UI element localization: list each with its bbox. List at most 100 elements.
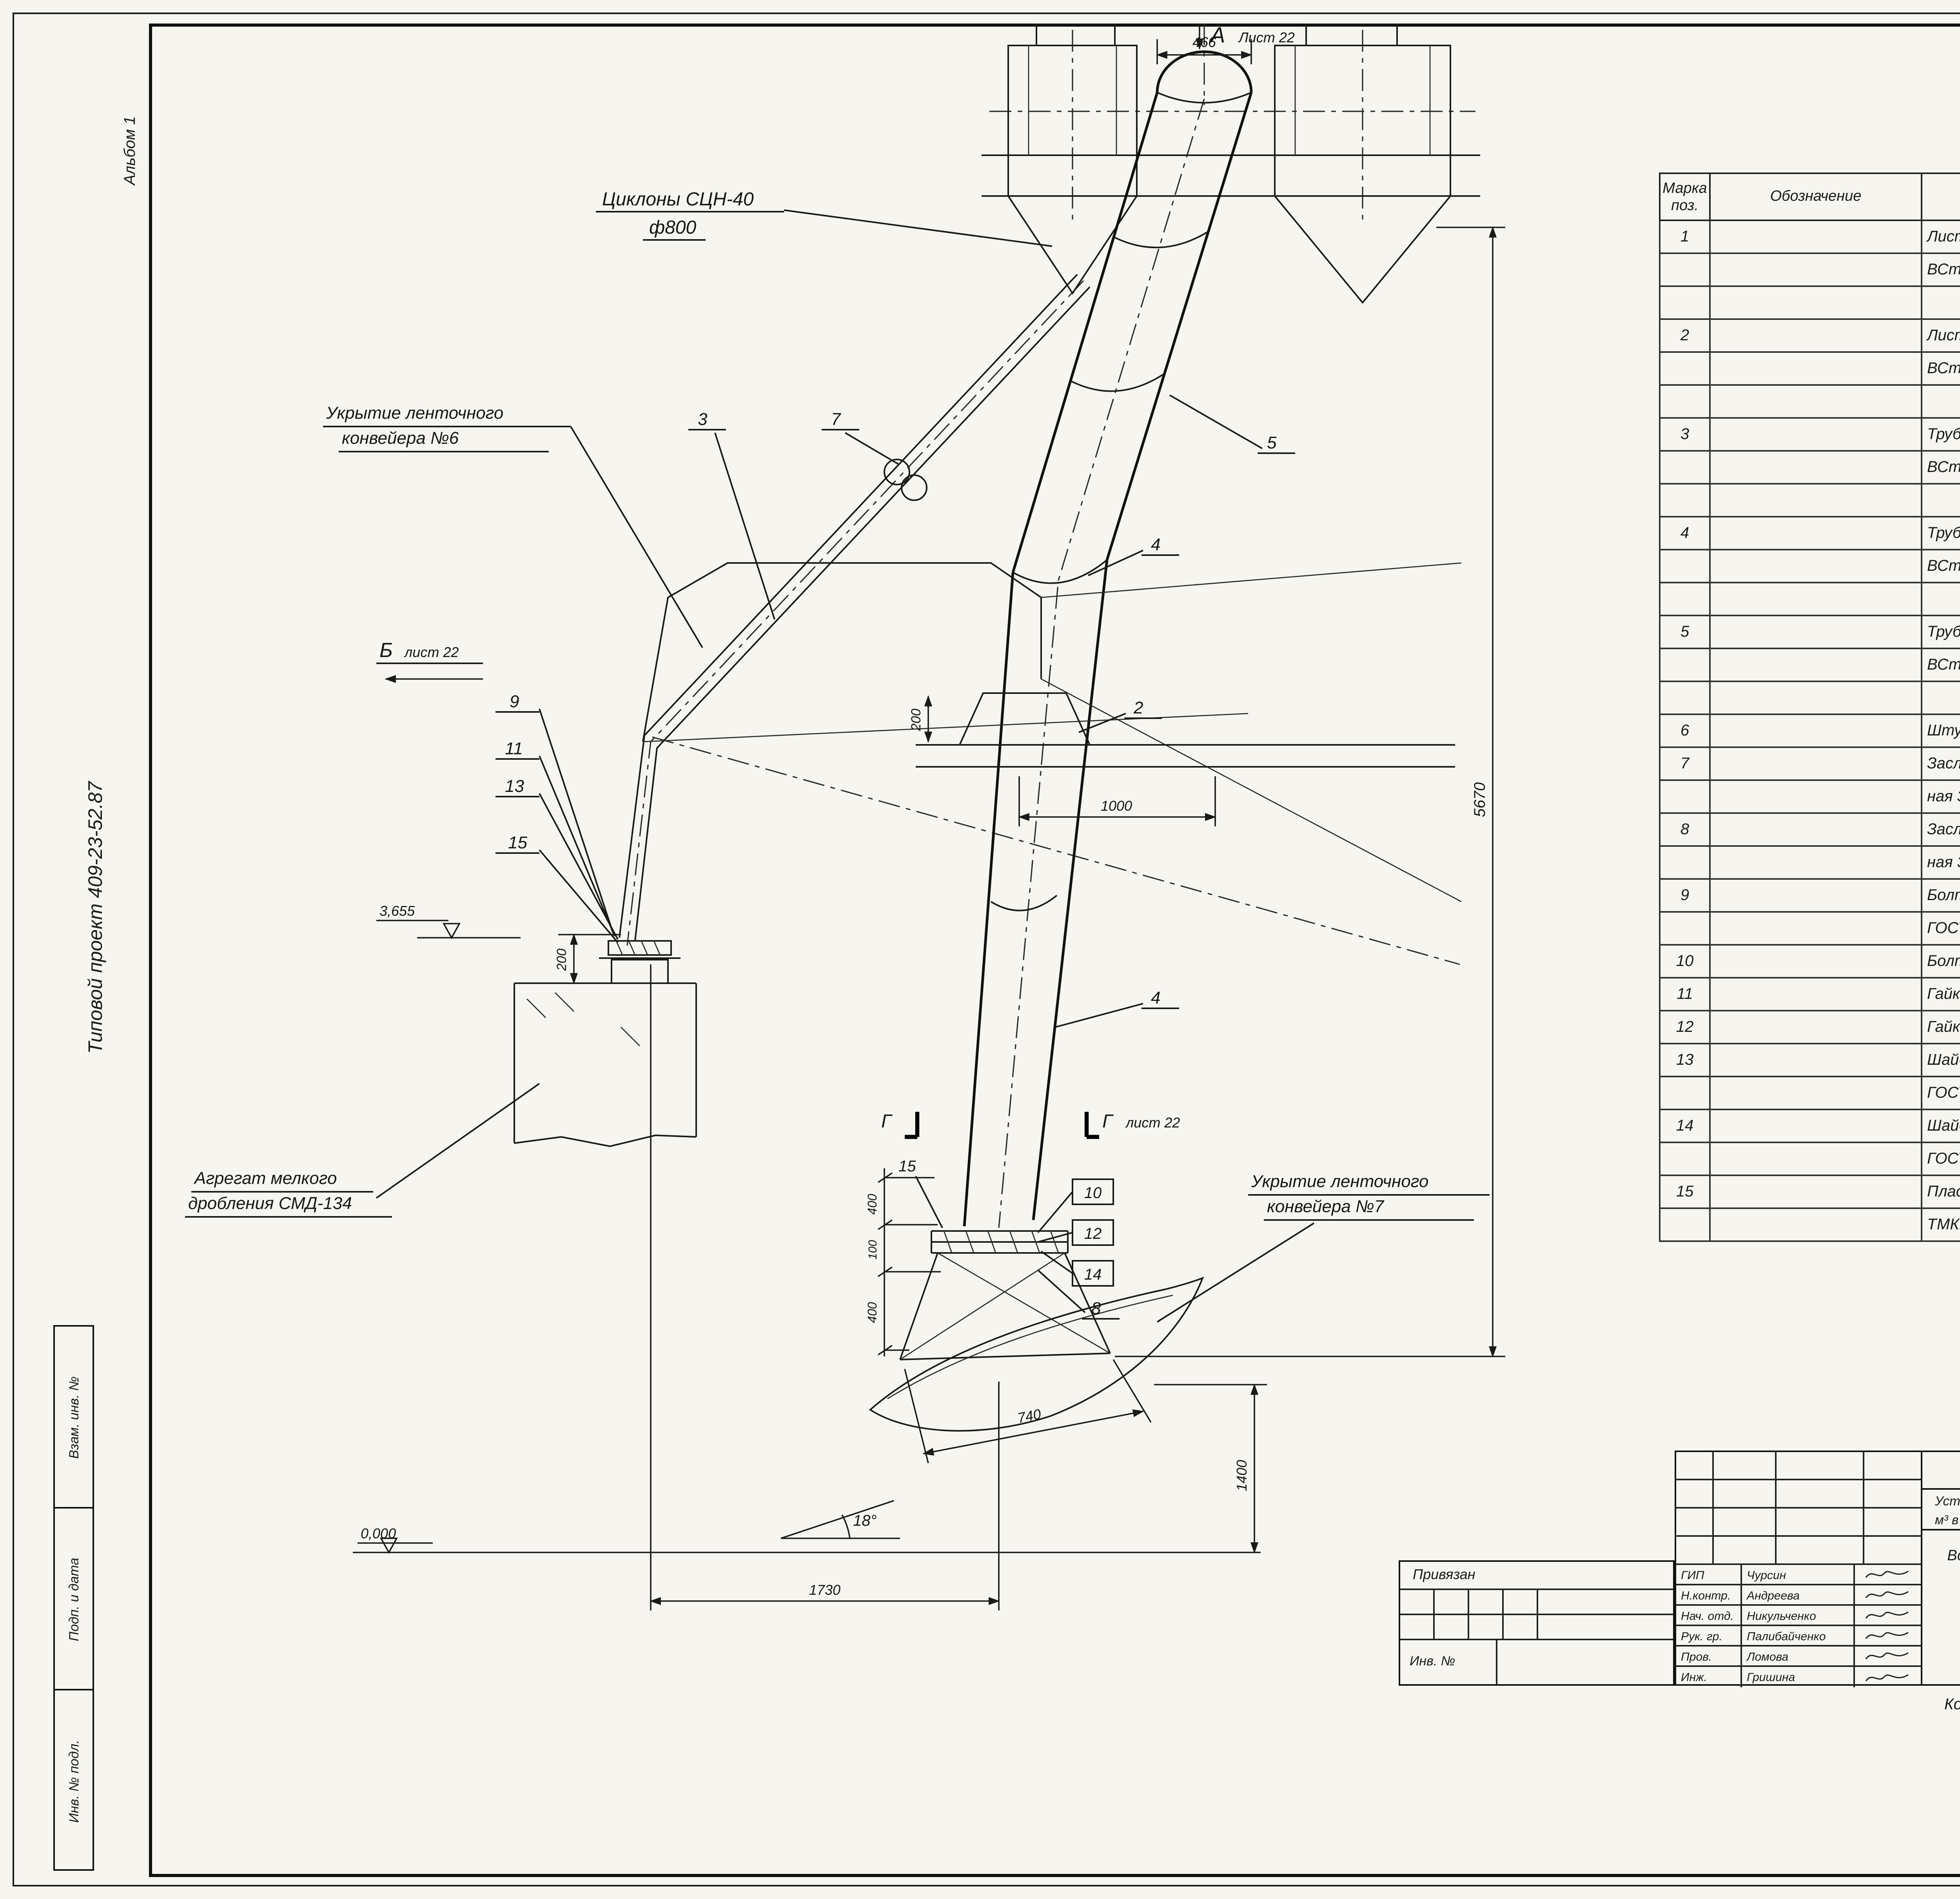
- drawing-texts: Циклоны СЦН-40 ф800 А Лист 22 Б лист 22 …: [188, 24, 1488, 1598]
- dim-100: 100: [866, 1240, 879, 1260]
- specification-table: Марка поз. Обозначение Наименование Кол.…: [1659, 172, 1960, 1242]
- spec-cell-name: [1921, 681, 1960, 715]
- spec-cell-mark: [1659, 1207, 1711, 1242]
- main-drawing: Циклоны СЦН-40 ф800 А Лист 22 Б лист 22 …: [185, 24, 1505, 1610]
- revision-row: [1676, 1509, 1921, 1537]
- spec-cell-mark: 9: [1659, 878, 1711, 913]
- spec-row: 4 Труба351х4 ГОСТ 10704-76: [1659, 516, 1960, 550]
- signature-role: Пров.: [1676, 1647, 1742, 1665]
- spec-cell-name: ВСт3сп ГОСТ10705-80: [1921, 450, 1960, 485]
- spec-row: ВСт3пс6-1 ГОСТ14637-79: [1659, 252, 1960, 287]
- spec-cell-name: Заслонка дроссель-: [1921, 746, 1960, 781]
- callout-11: 11: [505, 739, 523, 758]
- signature-row: Пров. Ломова: [1676, 1647, 1921, 1667]
- signature-name: Андреева: [1742, 1585, 1855, 1604]
- spec-cell-mark: [1659, 582, 1711, 616]
- cyclones-label-2: ф800: [649, 217, 696, 238]
- spec-cell-designation: [1709, 944, 1922, 979]
- callout-13: 13: [505, 777, 524, 796]
- spec-header-designation: Обозначение: [1709, 172, 1922, 221]
- spec-header-name: Наименование: [1921, 172, 1960, 221]
- attachment-grid-row: [1400, 1590, 1673, 1615]
- spec-row: 5 Труба402х4 ГОСТ 10704-76: [1659, 615, 1960, 649]
- conveyor-cover-6-structure: [642, 562, 1462, 902]
- cover6-label-2: конвейера №6: [342, 428, 459, 448]
- spec-cell-designation: [1709, 549, 1922, 583]
- spec-cell-designation: [1709, 1043, 1922, 1077]
- spec-cell-designation: [1709, 516, 1922, 550]
- spec-cell-mark: 15: [1659, 1175, 1711, 1209]
- spec-cell-mark: [1659, 779, 1711, 814]
- spec-row: ВСт3пс6-1 ГОСТ14637-79: [1659, 351, 1960, 386]
- dim-200-flange: 200: [554, 949, 569, 971]
- spec-cell-name: ТМКЩ-С-5 ГОСТ7338-77: [1921, 1207, 1960, 1242]
- spec-row: 6 Штуцер ф60 3 0,65: [1659, 713, 1960, 748]
- agregat-label-2: дробления СМД-134: [188, 1194, 352, 1213]
- spec-cell-designation: [1709, 582, 1922, 616]
- spec-cell-mark: 13: [1659, 1043, 1711, 1077]
- spec-row: 8 Заслонка дроссель-: [1659, 812, 1960, 847]
- spec-row: ГОСТ 11371-78 16 0,006: [1659, 1142, 1960, 1176]
- spec-cell-designation: [1709, 351, 1922, 386]
- spec-cell-name: [1921, 384, 1960, 419]
- spec-cell-designation: [1709, 713, 1922, 748]
- dim-400-bottom: 400: [865, 1302, 879, 1323]
- spec-cell-name: ная ЗД 140: [1921, 779, 1960, 814]
- signature-name: Чурсин: [1742, 1565, 1855, 1584]
- spec-row: 43,0: [1659, 483, 1960, 517]
- spec-cell-name: Труба402х4 ГОСТ 10704-76: [1921, 615, 1960, 649]
- signature-name: Никульченко: [1742, 1606, 1855, 1625]
- spec-cell-designation: [1709, 648, 1922, 682]
- revision-row: [1676, 1480, 1921, 1509]
- signature-scribble: [1855, 1585, 1921, 1604]
- project-label: Типовой проект 409-23-52.87: [85, 781, 107, 1054]
- callout-15-lower: 15: [898, 1158, 916, 1175]
- crusher-support-block: [514, 982, 697, 1147]
- spec-cell-name: Шайба 12.02.Ст3.016: [1921, 1109, 1960, 1143]
- copied-by-label: Копировал: [1944, 1697, 1960, 1714]
- signature-scribble: [1855, 1667, 1921, 1687]
- signature-row: Н.контр. Андреева: [1676, 1585, 1921, 1606]
- upper-flange-and-support: [599, 940, 681, 984]
- spec-cell-designation: [1709, 911, 1922, 946]
- signature-name: Палибайченко: [1742, 1626, 1855, 1645]
- spec-cell-name: Гайка М12-6Н.5 ГОСТ5915-70: [1921, 1010, 1960, 1044]
- spec-cell-name: [1921, 285, 1960, 320]
- signature-row: Нач. отд. Никульченко: [1676, 1606, 1921, 1626]
- spec-cell-name: ная ЗД 351: [1921, 845, 1960, 880]
- spec-cell-mark: 11: [1659, 977, 1711, 1011]
- spec-row: ВСт3сп ГОСТ10705-80: [1659, 450, 1960, 485]
- bottom-flange-hopper: [899, 1230, 1111, 1360]
- spec-row: ВСт3сп ГОСТ10705-80: [1659, 648, 1960, 682]
- spec-cell-mark: [1659, 1142, 1711, 1176]
- spec-row: ная ЗД 140 1 5,9: [1659, 779, 1960, 814]
- signature-section: ГИП Чурсин Н.контр. Андреева: [1676, 1452, 1922, 1687]
- callout-10: 10: [1084, 1184, 1102, 1202]
- callout-7: 7: [831, 410, 841, 429]
- spec-cell-mark: [1659, 450, 1711, 485]
- spec-cell-designation: [1709, 812, 1922, 847]
- spec-cell-mark: 3: [1659, 417, 1711, 452]
- stamp-cell-label: Подп. и дата: [66, 1557, 82, 1641]
- spec-cell-name: ГОСТ 7798-70: [1921, 911, 1960, 946]
- title-block-main: ГИП Чурсин Н.контр. Андреева: [1675, 1451, 1960, 1687]
- section-marks: [905, 1112, 1099, 1139]
- spec-cell-name: Шайба 10.02.Ст3.016: [1921, 1043, 1960, 1077]
- spec-cell-designation: [1709, 483, 1922, 517]
- dim-1730: 1730: [809, 1582, 840, 1598]
- level-3655: 3,655: [379, 903, 415, 919]
- spec-cell-designation: [1709, 681, 1922, 715]
- spec-cell-name: [1921, 483, 1960, 517]
- revision-row: [1676, 1537, 1921, 1565]
- spec-cell-name: ВСт3сп ГОСТ10705-80: [1921, 549, 1960, 583]
- spec-row: ГОСТ 11371-78 6 0,004: [1659, 1076, 1960, 1110]
- spec-cell-designation: [1709, 417, 1922, 452]
- spec-cell-mark: [1659, 681, 1711, 715]
- spec-row: ная ЗД 351 1 14,5: [1659, 845, 1960, 880]
- spec-cell-mark: [1659, 351, 1711, 386]
- view-b-sheet: лист 22: [404, 644, 459, 660]
- spec-cell-name: ВСт3сп ГОСТ10705-80: [1921, 648, 1960, 682]
- spec-row: 15 Пластина I, лист,: [1659, 1175, 1960, 1209]
- spec-row: 2 ЛистБ-8,0 ГОСТ 19903-74*: [1659, 318, 1960, 353]
- document-code-row: ТП 409-23-52.87 - ОА: [1922, 1452, 1960, 1490]
